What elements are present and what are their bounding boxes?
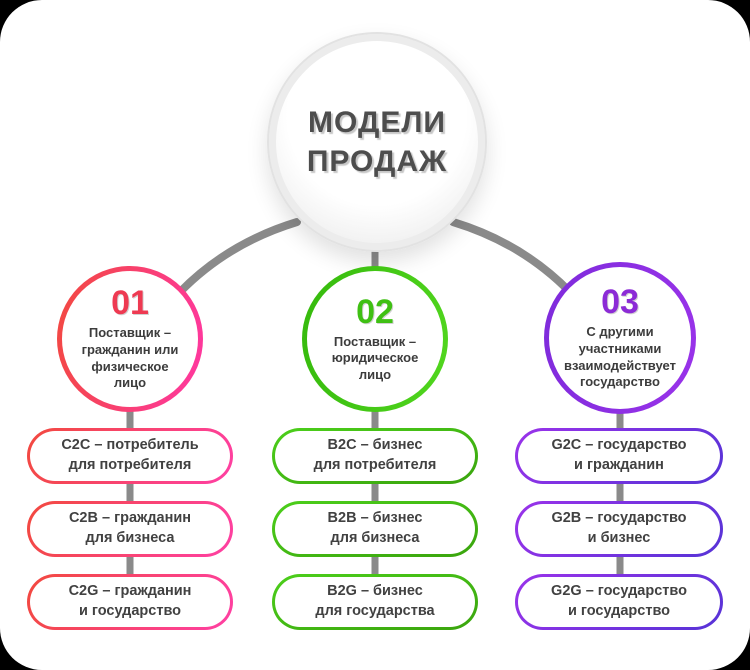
pill-label-b2g: B2G – бизнес для государства [315, 583, 435, 619]
pill-label-b2b: B2B – бизнес для бизнеса [327, 510, 423, 546]
pill-label-g2b: G2B – государство и бизнес [551, 510, 687, 546]
branch-circle-02: 02 Поставщик – юридическое лицо [302, 266, 448, 412]
connector-left-curve [176, 218, 301, 296]
pill-c2c: C2C – потребитель для потребителя [27, 428, 233, 484]
branch-label-02: Поставщик – юридическое лицо [331, 333, 419, 382]
branch-number-02: 02 [356, 292, 394, 331]
pill-label-g2c: G2C – государство и гражданин [551, 437, 687, 473]
branch-number-03: 03 [601, 283, 639, 322]
pill-b2b: B2B – бизнес для бизнеса [272, 501, 478, 557]
connector-right-curve [449, 218, 574, 296]
pill-c2g: C2G – гражданин и государство [27, 574, 233, 630]
pill-label-c2g: C2G – гражданин и государство [68, 583, 192, 619]
pill-g2b: G2B – государство и бизнес [515, 501, 723, 557]
pill-g2c: G2C – государство и гражданин [515, 428, 723, 484]
pill-label-b2c: B2C – бизнес для потребителя [313, 437, 437, 473]
pill-c2b: C2B – гражданин для бизнеса [27, 501, 233, 557]
branch-label-03: С другими участниками взаимодействует го… [564, 324, 676, 390]
sales-models-circle: МОДЕЛИ ПРОДАЖ [267, 32, 487, 252]
branch-label-01: Поставщик – гражданин или физическое лиц… [81, 325, 179, 391]
pill-label-g2g: G2G – государство и государство [551, 583, 687, 619]
pill-b2g: B2G – бизнес для государства [272, 574, 478, 630]
pill-b2c: B2C – бизнес для потребителя [272, 428, 478, 484]
pill-label-c2b: C2B – гражданин для бизнеса [68, 510, 192, 546]
pill-label-c2c: C2C – потребитель для потребителя [61, 437, 199, 473]
page-title: МОДЕЛИ ПРОДАЖ [306, 106, 448, 178]
branch-circle-03: 03 С другими участниками взаимодействует… [544, 262, 696, 414]
pill-g2g: G2G – государство и государство [515, 574, 723, 630]
branch-number-01: 01 [111, 284, 149, 323]
branch-circle-01: 01 Поставщик – гражданин или физическое … [57, 266, 203, 412]
